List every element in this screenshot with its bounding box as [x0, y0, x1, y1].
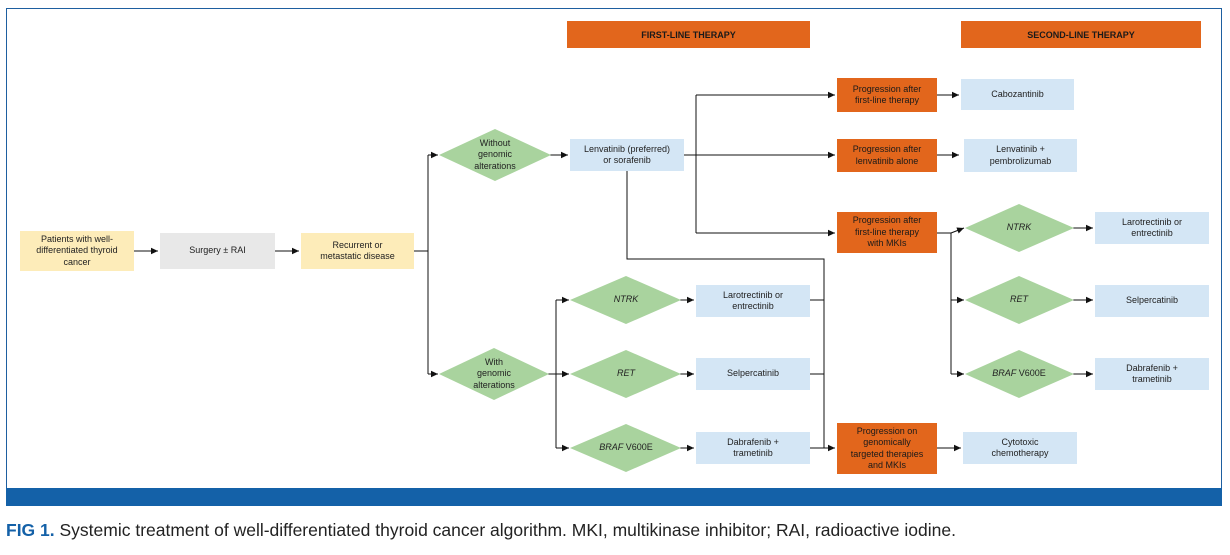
braf-first-gene: BRAF [599, 442, 624, 453]
prog-lenvatinib-box: Progression after lenvatinib alone [837, 139, 937, 172]
edge-to-ntrk-second [950, 227, 965, 234]
selpercatinib-first-label: Selpercatinib [726, 368, 780, 379]
diamond-with-genomic [439, 348, 549, 400]
second-line-header: SECOND-LINE THERAPY [961, 21, 1201, 48]
with-genomic-label-wrap: With genomic alterations [458, 354, 530, 394]
recurrent-label: Recurrent or metastatic disease [320, 239, 395, 262]
prog-targeted-box: Progression on genomically targeted ther… [837, 423, 937, 474]
prog-mki-box: Progression after first-line therapy wit… [837, 212, 937, 253]
larotrectinib-first-box: Larotrectinib or entrectinib [696, 285, 810, 317]
dabrafenib-second-box: Dabrafenib + trametinib [1095, 358, 1209, 390]
without-genomic-label-wrap: Without genomic alterations [459, 135, 531, 175]
larotrectinib-second-box: Larotrectinib or entrectinib [1095, 212, 1209, 244]
prog-lenvatinib-label: Progression after lenvatinib alone [852, 144, 922, 166]
larotrectinib-first-label: Larotrectinib or entrectinib [722, 289, 784, 312]
braf-second-suffix: V600E [1016, 368, 1046, 379]
braf-first-label: BRAF V600E [583, 440, 669, 456]
lenvatinib-pembrolizumab-box: Lenvatinib + pembrolizumab [964, 139, 1077, 172]
dabrafenib-first-box: Dabrafenib + trametinib [696, 432, 810, 464]
figure-bottom-band [6, 488, 1222, 506]
figure-caption: FIG 1. Systemic treatment of well-differ… [6, 520, 1222, 541]
braf-second-gene: BRAF [992, 368, 1017, 379]
patients-box: Patients with well- differentiated thyro… [20, 231, 134, 271]
ret-first-label: RET [617, 368, 635, 379]
lenvatinib-sorafenib-box: Lenvatinib (preferred) or sorafenib [570, 139, 684, 171]
edge-lenv-down [626, 171, 825, 448]
ntrk-first-label: NTRK [613, 294, 639, 305]
larotrectinib-second-label: Larotrectinib or entrectinib [1121, 216, 1183, 239]
cytotoxic-label: Cytotoxic chemotherapy [991, 436, 1049, 459]
figure-caption-text: Systemic treatment of well-differentiate… [54, 520, 956, 540]
first-line-header: FIRST-LINE THERAPY [567, 21, 810, 48]
selpercatinib-first-box: Selpercatinib [696, 358, 810, 390]
selpercatinib-second-box: Selpercatinib [1095, 285, 1209, 317]
recurrent-box: Recurrent or metastatic disease [301, 233, 414, 269]
diamond-braf-second [965, 350, 1074, 398]
ret-second-label: RET [1010, 294, 1028, 305]
ntrk-second-label: NTRK [1006, 222, 1032, 233]
diamond-ret-first [570, 350, 681, 398]
selpercatinib-second-label: Selpercatinib [1125, 295, 1179, 306]
surgery-label: Surgery ± RAI [189, 245, 246, 256]
prog-mki-label: Progression after first-line therapy wit… [852, 215, 922, 249]
surgery-box: Surgery ± RAI [160, 233, 275, 269]
dabrafenib-first-label: Dabrafenib + trametinib [727, 436, 779, 459]
braf-second-label: BRAF V600E [976, 366, 1062, 382]
diamond-ntrk-first [570, 276, 681, 324]
diamond-braf-first [570, 424, 681, 472]
lenvatinib-sorafenib-label: Lenvatinib (preferred) or sorafenib [583, 143, 671, 166]
patients-label: Patients with well- differentiated thyro… [36, 233, 118, 267]
cabozantinib-box: Cabozantinib [961, 79, 1074, 110]
prog-targeted-label: Progression on genomically targeted ther… [850, 425, 924, 471]
diamond-ret-second [965, 276, 1074, 324]
with-genomic-label: With genomic alterations [473, 356, 515, 390]
dabrafenib-second-label: Dabrafenib + trametinib [1126, 362, 1178, 385]
cytotoxic-box: Cytotoxic chemotherapy [963, 432, 1077, 464]
braf-first-suffix: V600E [623, 442, 653, 453]
diamond-without-genomic [439, 129, 551, 181]
lenvatinib-pembrolizumab-label: Lenvatinib + pembrolizumab [989, 144, 1052, 166]
without-genomic-label: Without genomic alterations [474, 137, 516, 171]
prog-first-line-box: Progression after first-line therapy [837, 78, 937, 112]
prog-first-line-label: Progression after first-line therapy [852, 83, 922, 106]
diamond-ntrk-second [965, 204, 1074, 252]
cabozantinib-label: Cabozantinib [991, 88, 1044, 99]
figure-caption-label: FIG 1. [6, 520, 55, 540]
